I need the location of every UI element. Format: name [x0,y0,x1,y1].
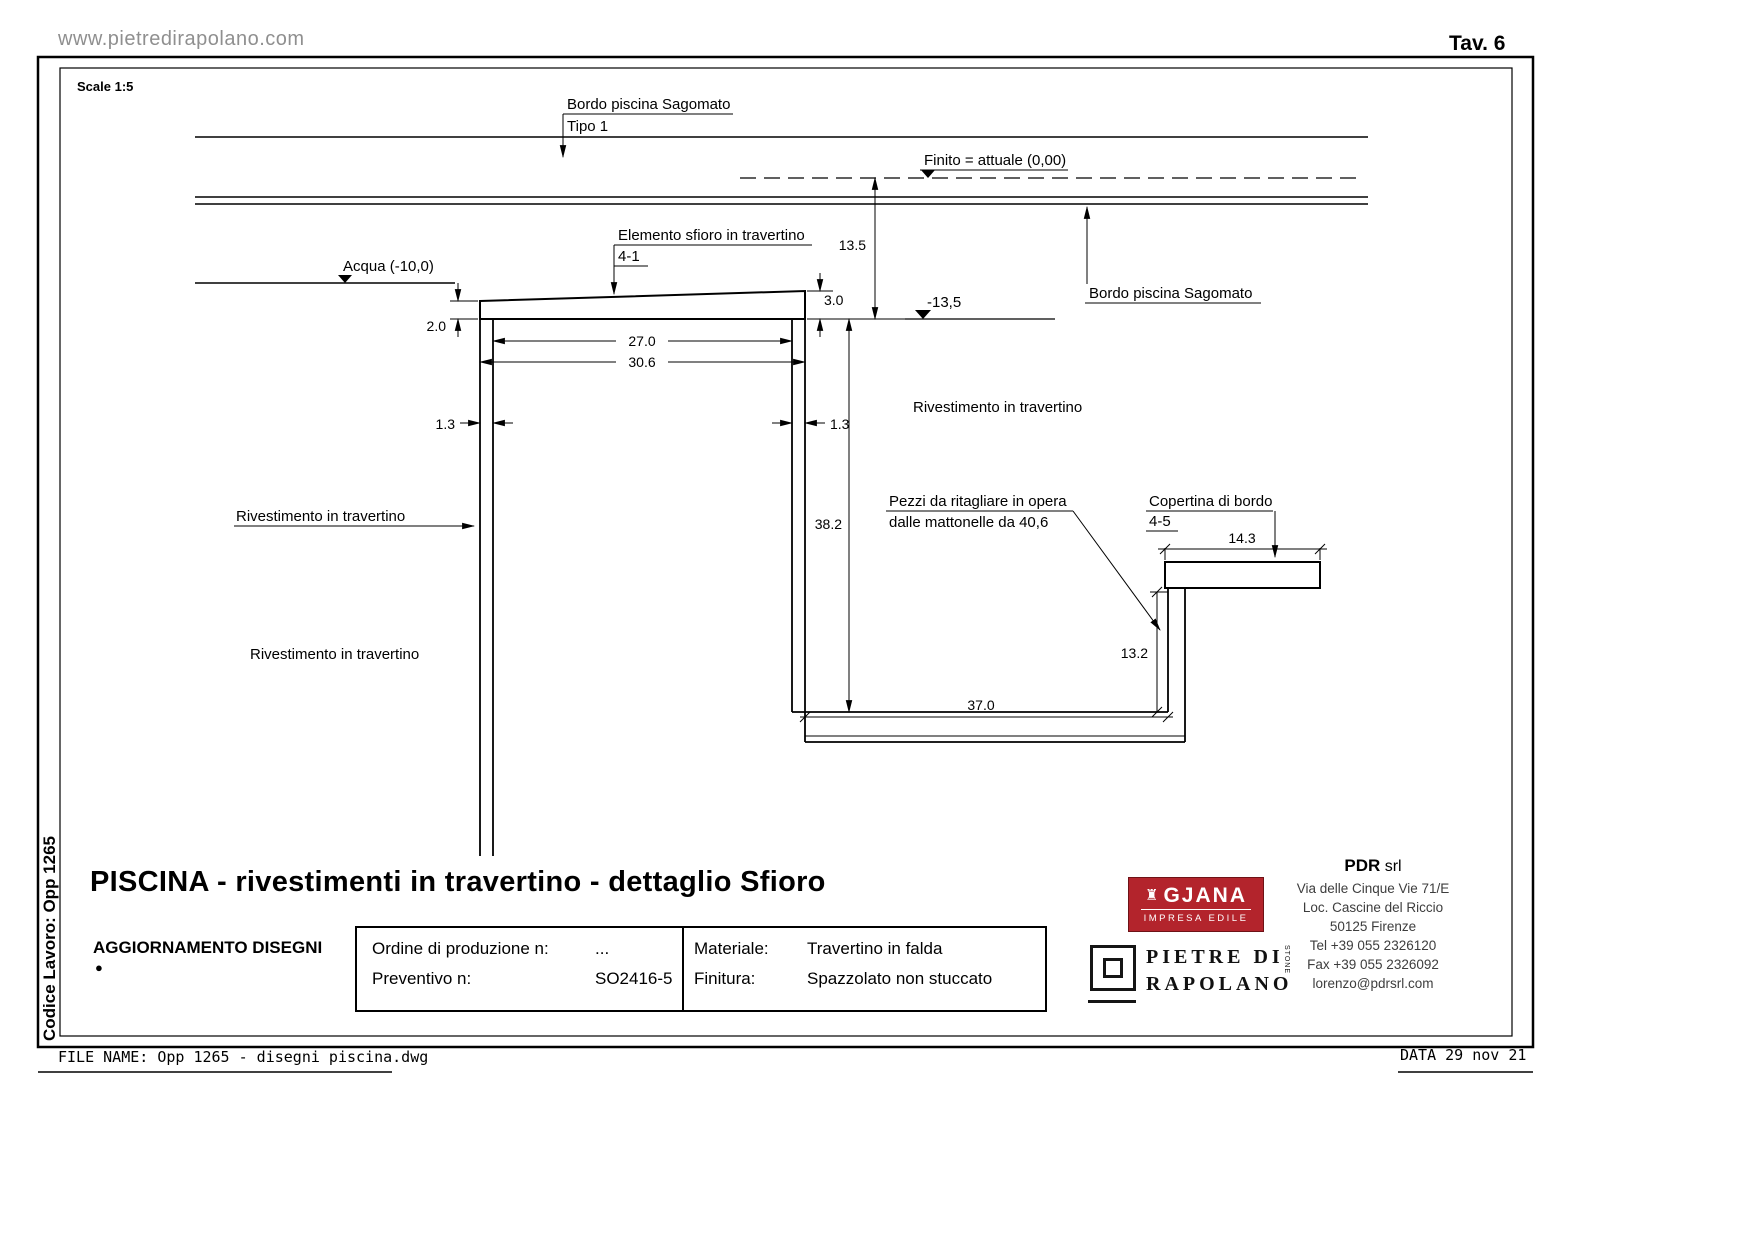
level-text-minus-13-5: -13,5 [927,294,961,311]
label-elemento-sfioro: Elemento sfioro in travertino [618,227,805,244]
company-address-3: 50125 Firenze [1329,919,1417,934]
materiale-value: Travertino in falda [807,939,943,958]
level-marker-acqua [338,275,352,283]
gjana-divider [1141,909,1251,910]
drawing-title: PISCINA - rivestimenti in travertino - d… [90,866,826,898]
website-url: www.pietredirapolano.com [58,28,305,50]
production-table: Ordine di produzione n: ... Preventivo n… [355,926,1047,1012]
company-fax: Fax +39 055 2326092 [1307,957,1439,972]
pietre-line1: PIETRE DI [1146,946,1284,968]
label-finito-attuale: Finito = attuale (0,00) [924,152,1066,169]
leaders-and-underlines [234,113,1279,631]
dim-27-0: 27.0 [628,333,655,349]
company-info: PDR srl Via delle Cinque Vie 71/E Loc. C… [1287,856,1459,993]
elemento-sfioro-profile [479,289,806,320]
label-copertina-code: 4-5 [1149,513,1171,530]
label-elemento-code: 4-1 [618,248,640,265]
dim-14-3: 14.3 [1228,530,1255,546]
pietre-underline [1088,1000,1136,1003]
label-bordo-piscina-top: Bordo piscina Sagomato [567,96,730,113]
label-rivestimento-lower: Rivestimento in travertino [250,646,419,663]
materiale-label: Materiale: [694,939,769,958]
level-marker-minus-13-5 [915,310,931,319]
preventivo-value: SO2416-5 [595,969,673,988]
company-tel: Tel +39 055 2326120 [1309,938,1437,953]
label-copertina: Copertina di bordo [1149,493,1272,510]
square-spiral-icon [1090,945,1136,991]
dim-30-6: 30.6 [628,354,655,370]
dim-1-3-left: 1.3 [436,416,456,432]
section-geometry [195,136,1368,856]
label-pezzi-line2: dalle mattonelle da 40,6 [889,514,1048,531]
aggiornamento-bullet: ● [95,960,103,975]
label-bordo-piscina-right: Bordo piscina Sagomato [1089,285,1252,302]
dim-13-5: 13.5 [839,237,866,253]
label-acqua: Acqua (-10,0) [343,258,434,275]
dim-37-0: 37.0 [967,697,994,713]
copertina-profile [1164,561,1321,589]
sheet-date: DATA 29 nov 21 [1400,1046,1527,1064]
sheet-frame [36,55,1535,1073]
company-email: lorenzo@pdrsrl.com [1312,976,1434,991]
square-spiral-icon-inner [1103,958,1123,978]
level-marker-finito [921,170,935,178]
dim-1-3-right: 1.3 [830,416,850,432]
company-name: PDR srl [1287,856,1459,876]
preventivo-label: Preventivo n: [372,969,472,988]
dim-2-0: 2.0 [427,318,447,334]
dim-13-2: 13.2 [1121,645,1148,661]
label-rivestimento-left: Rivestimento in travertino [236,508,405,525]
company-name-bold: PDR [1344,856,1381,875]
gjana-subtitle: IMPRESA EDILE [1143,913,1249,924]
order-value: ... [595,939,610,958]
pietre-line2: RAPOLANO [1146,973,1293,995]
sheet-number: Tav. 6 [1449,32,1506,55]
gjana-logo: ♜ GJANA IMPRESA EDILE [1128,877,1264,932]
company-address-2: Loc. Cascine del Riccio [1302,900,1444,915]
finitura-label: Finitura: [694,969,756,988]
file-name: FILE NAME: Opp 1265 - disegni piscina.dw… [58,1048,429,1066]
label-tipo-1: Tipo 1 [567,118,608,135]
dim-38-2: 38.2 [815,516,842,532]
castle-icon: ♜ [1145,887,1159,904]
dimensions [450,176,1327,723]
company-address-1: Via delle Cinque Vie 71/E [1296,881,1450,896]
aggiornamento-label: AGGIORNAMENTO DISEGNI [93,938,323,957]
company-name-suffix: srl [1380,858,1402,875]
scale-label: Scale 1:5 [77,79,134,94]
order-label: Ordine di produzione n: [372,939,549,958]
pietre-di-rapolano-logo: PIETRE DI RAPOLANO STONE [1088,942,1293,1014]
finitura-value: Spazzolato non stuccato [807,969,993,988]
table-divider [682,928,684,1010]
gjana-name: GJANA [1163,884,1247,907]
label-rivestimento-right: Rivestimento in travertino [913,399,1082,416]
label-pezzi-line1: Pezzi da ritagliare in opera [889,493,1067,510]
dim-3-0: 3.0 [824,292,844,308]
codice-lavoro-vertical: Codice Lavoro: Opp 1265 [40,836,59,1041]
